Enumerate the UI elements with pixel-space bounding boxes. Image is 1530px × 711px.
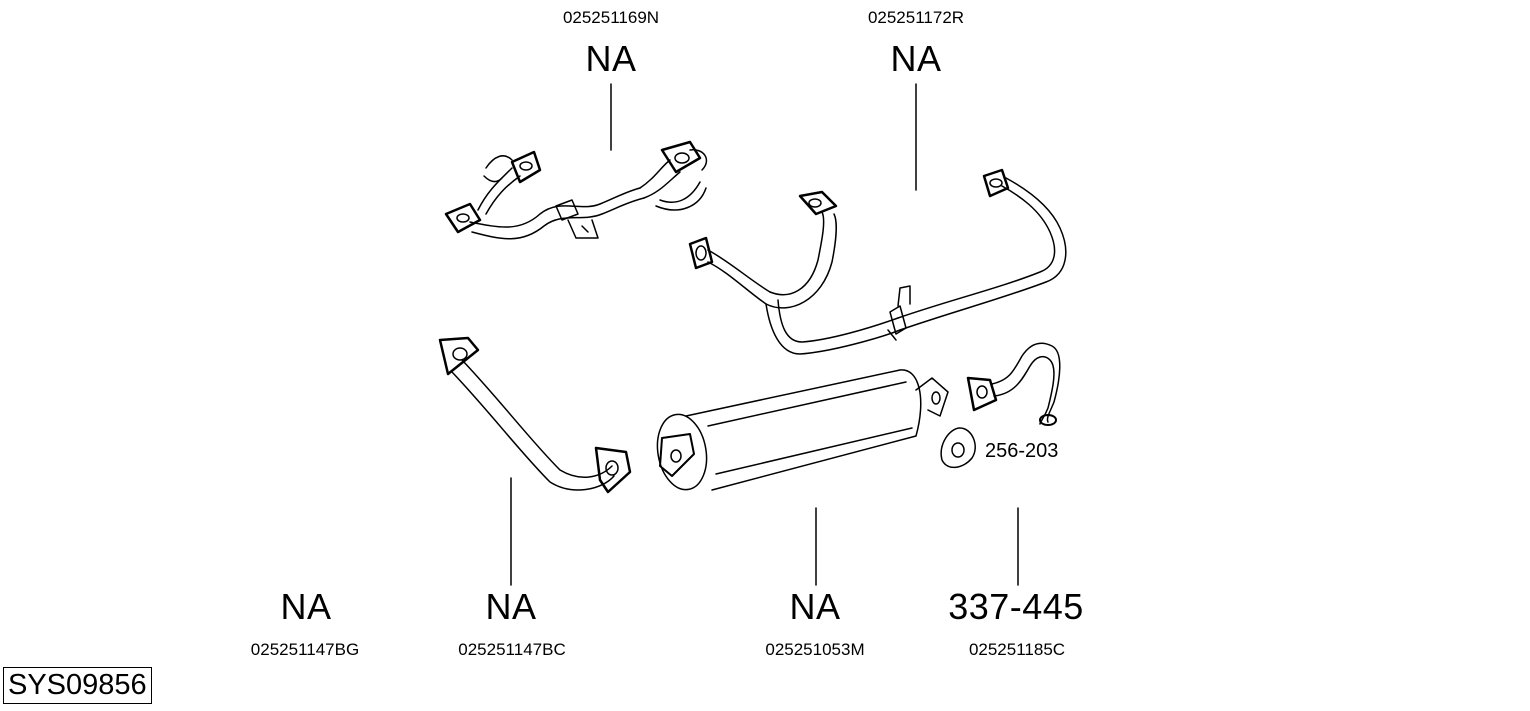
gasket-catalog-number[interactable]: 256-203 — [985, 440, 1059, 462]
front-pipe-drawing — [438, 336, 632, 494]
front-pipe-assembly-drawing — [444, 140, 708, 240]
oe-number-025251053M: 025251053M — [765, 640, 865, 659]
oe-number-025251147BG: 025251147BG — [250, 640, 360, 659]
catalog-number-025251169N[interactable]: NA — [585, 38, 637, 79]
gasket-drawing — [940, 427, 976, 469]
diagram-code: SYS09856 — [3, 667, 152, 704]
rear-silencer-drawing — [656, 369, 949, 491]
middle-pipe-drawing — [688, 168, 1067, 355]
tail-pipe-drawing — [966, 342, 1061, 426]
catalog-number-025251172R[interactable]: NA — [890, 38, 942, 79]
oe-number-025251172R: 025251172R — [867, 8, 965, 27]
oe-number-025251169N: 025251169N — [562, 8, 660, 27]
catalog-number-025251053M[interactable]: NA — [789, 586, 841, 627]
oe-number-025251147BC: 025251147BC — [458, 640, 566, 659]
catalog-number-025251185C[interactable]: 337-445 — [948, 586, 1084, 627]
oe-number-025251185C: 025251185C — [968, 640, 1066, 659]
catalog-number-025251147BG[interactable]: NA — [280, 586, 332, 627]
catalog-number-025251147BC[interactable]: NA — [485, 586, 537, 627]
